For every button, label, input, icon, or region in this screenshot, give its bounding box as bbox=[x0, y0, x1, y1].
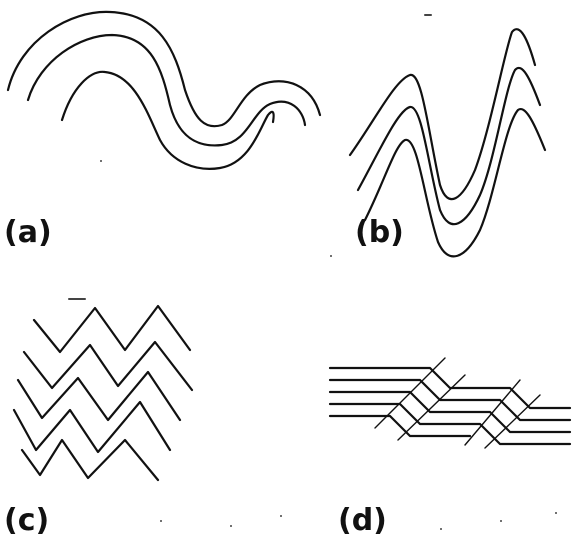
fold-layer-5 bbox=[22, 440, 158, 480]
panel-label-d: (d) bbox=[338, 506, 387, 536]
kink-boundary-4 bbox=[485, 395, 540, 448]
fold-layer-middle bbox=[28, 35, 305, 145]
speck bbox=[424, 14, 432, 16]
speck bbox=[330, 255, 332, 257]
panel-a-drawing bbox=[0, 0, 330, 180]
fold-layer-inner bbox=[62, 72, 274, 169]
speck bbox=[160, 520, 162, 522]
speck bbox=[440, 528, 442, 530]
fold-layer-middle bbox=[358, 68, 540, 224]
speck bbox=[68, 298, 86, 300]
panel-label-b: (b) bbox=[355, 218, 404, 248]
speck bbox=[230, 525, 232, 527]
fold-layer-outer bbox=[350, 29, 535, 199]
kink-boundary-2 bbox=[398, 375, 465, 440]
speck bbox=[500, 520, 502, 522]
fold-layer-1 bbox=[34, 306, 190, 352]
layer-4 bbox=[330, 404, 570, 444]
layer-1 bbox=[330, 368, 570, 408]
layer-5 bbox=[330, 416, 470, 436]
speck bbox=[100, 160, 102, 162]
panel-d-drawing bbox=[320, 350, 573, 450]
fold-layer-outer bbox=[8, 12, 320, 126]
panel-label-c: (c) bbox=[4, 506, 49, 536]
speck bbox=[280, 515, 282, 517]
speck bbox=[555, 512, 557, 514]
layer-3 bbox=[330, 392, 570, 432]
fold-layer-2 bbox=[24, 342, 192, 390]
fold-layer-3 bbox=[18, 372, 180, 420]
panel-label-a: (a) bbox=[4, 218, 52, 248]
panel-c-drawing bbox=[0, 290, 200, 490]
